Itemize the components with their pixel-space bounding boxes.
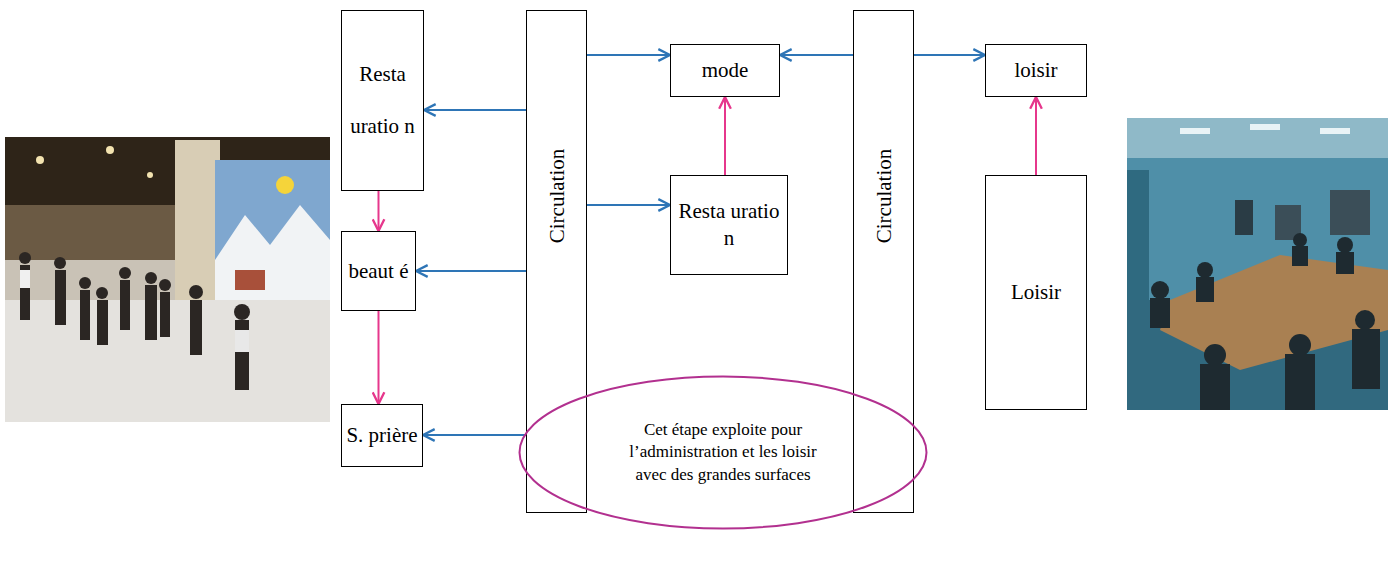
restauration-box: Resta uratio n: [670, 175, 788, 275]
box-label: mode: [702, 55, 749, 85]
note-ellipse: Cet étape exploite pour l’administration…: [518, 375, 928, 530]
loisir-box: Loisir: [985, 175, 1087, 410]
restauration-box: Resta uratio n: [341, 10, 424, 191]
mode-box: mode: [670, 44, 780, 97]
box-label: Loisir: [1011, 277, 1061, 307]
blue-arrow: [423, 434, 526, 436]
beaute-box: beaut é: [341, 231, 416, 311]
pink-arrow: [724, 97, 726, 175]
band-label: Circulation: [541, 149, 571, 243]
blue-arrow: [587, 204, 670, 206]
blue-arrow: [780, 54, 853, 56]
pink-arrow: [378, 191, 380, 231]
blue-arrow: [416, 270, 526, 272]
loisir-box: loisir: [985, 44, 1087, 97]
circulation-band: Circulation: [526, 10, 587, 513]
pink-arrow: [1035, 97, 1037, 175]
box-label: Resta uratio n: [342, 49, 423, 152]
circulation-band: Circulation: [853, 10, 914, 513]
blue-arrow: [587, 54, 670, 56]
blue-arrow: [914, 54, 985, 56]
pink-arrow: [378, 311, 380, 404]
meeting-room-photo: [1127, 118, 1388, 410]
box-label: Cet étape exploite pour l’administration…: [616, 419, 831, 485]
box-label: loisir: [1014, 55, 1057, 85]
box-label: Resta uratio n: [671, 198, 787, 253]
band-label: Circulation: [868, 149, 898, 243]
blue-arrow: [424, 109, 526, 111]
priere-box: S. prière: [341, 404, 423, 467]
box-label: beaut é: [348, 256, 408, 286]
ice-rink-photo: [5, 137, 330, 422]
box-label: S. prière: [346, 421, 417, 450]
